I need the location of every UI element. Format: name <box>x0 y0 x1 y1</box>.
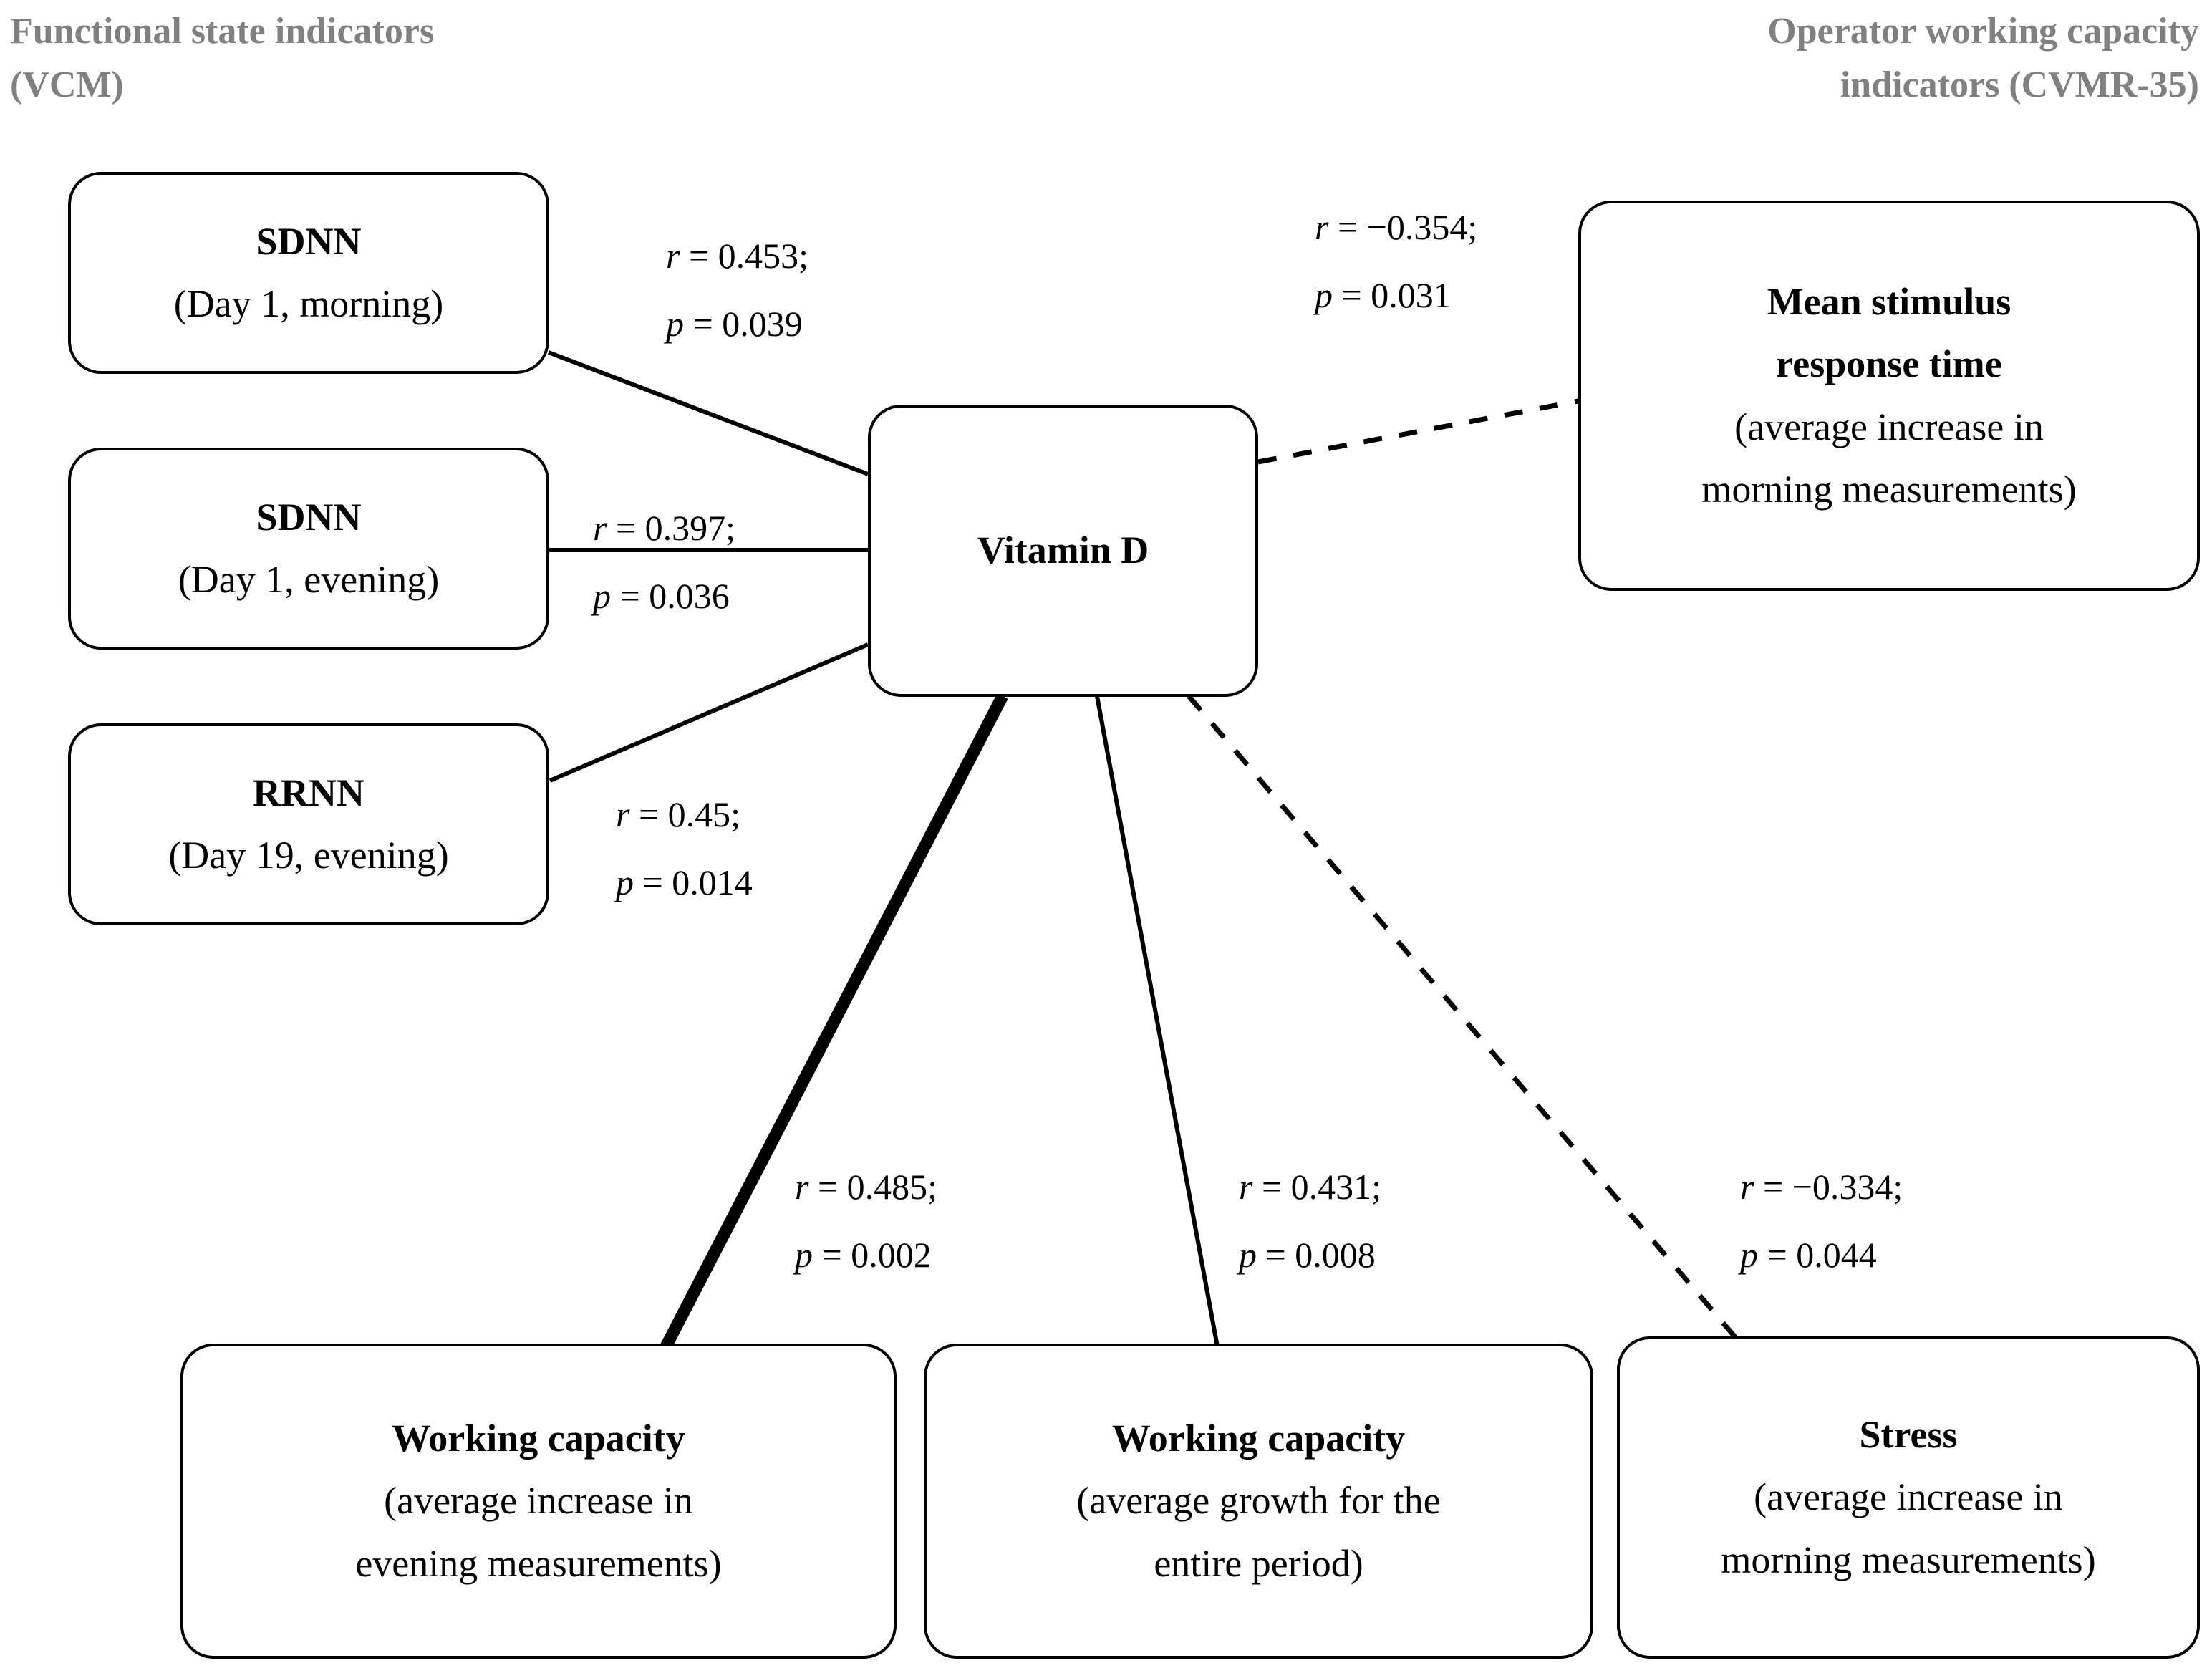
node-sdnn-day1-morning[interactable]: SDNN (Day 1, morning) <box>68 172 549 374</box>
node-working-capacity-entire-period[interactable]: Working capacity (average growth for the… <box>924 1344 1593 1659</box>
edge-label-vitd-stress: r = −0.334; p = 0.044 <box>1740 1153 1903 1289</box>
edge-line-vitd-wc-evening <box>660 693 1008 1349</box>
node-title: SDNN <box>256 219 362 263</box>
edge-label-r: r = −0.334; <box>1740 1167 1903 1207</box>
column-header-left-line2: (VCM) <box>10 64 124 106</box>
edge-label-vitd-response-time: r = −0.354; p = 0.031 <box>1315 193 1477 329</box>
edge-label-p: p = 0.039 <box>666 304 803 344</box>
node-subtitle: (Day 1, morning) <box>173 282 444 325</box>
edge-label-vitd-wc-period: r = 0.431; p = 0.008 <box>1239 1153 1381 1289</box>
node-title-line2: response time <box>1776 342 2002 386</box>
node-title: Working capacity <box>1111 1416 1406 1460</box>
node-subtitle-line2: evening measurements) <box>355 1541 722 1585</box>
edge-label-rrnn-vitd: r = 0.45; p = 0.014 <box>616 781 753 917</box>
node-title: Working capacity <box>392 1416 685 1460</box>
node-title-line1: Mean stimulus <box>1767 279 2011 323</box>
node-sdnn-day1-evening[interactable]: SDNN (Day 1, evening) <box>68 448 549 650</box>
node-rrnn-day19-evening[interactable]: RRNN (Day 19, evening) <box>68 723 549 925</box>
node-subtitle-line2: morning measurements) <box>1701 467 2077 511</box>
edge-label-r: r = 0.397; <box>593 508 736 548</box>
node-mean-stimulus-response-time[interactable]: Mean stimulus response time (average inc… <box>1578 201 2200 591</box>
edge-label-p: p = 0.044 <box>1740 1235 1877 1275</box>
node-title: SDNN <box>256 495 362 539</box>
edge-label-r: r = −0.354; <box>1315 207 1478 247</box>
node-subtitle: (Day 19, evening) <box>168 834 449 877</box>
edge-label-p: p = 0.002 <box>795 1235 932 1275</box>
node-title: RRNN <box>253 771 364 814</box>
node-subtitle: (Day 1, evening) <box>178 558 440 601</box>
column-header-right-line1: Operator working capacity <box>1767 11 2199 52</box>
node-working-capacity-evening[interactable]: Working capacity (average increase in ev… <box>180 1344 897 1659</box>
edge-label-r: r = 0.453; <box>666 236 809 276</box>
node-subtitle-line1: (average increase in <box>1754 1475 2063 1519</box>
edge-label-r: r = 0.431; <box>1239 1167 1382 1207</box>
edge-line-vitd-wc-period <box>1095 695 1220 1347</box>
column-header-left-line1: Functional state indicators <box>10 11 435 52</box>
node-title: Vitamin D <box>977 529 1149 572</box>
node-vitamin-d[interactable]: Vitamin D <box>868 405 1258 697</box>
column-header-right: Operator working capacity indicators (CV… <box>1411 4 2199 112</box>
column-header-right-line2: indicators (CVMR-35) <box>1840 64 2199 106</box>
column-header-left: Functional state indicators (VCM) <box>10 4 726 112</box>
edge-line-vitd-response-time <box>1257 398 1579 465</box>
edge-label-r: r = 0.45; <box>616 794 741 834</box>
edge-line-sdnn-morning-vitd <box>547 350 869 476</box>
edge-label-vitd-wc-evening: r = 0.485; p = 0.002 <box>795 1153 937 1289</box>
edge-label-p: p = 0.031 <box>1315 275 1452 315</box>
edge-label-p: p = 0.014 <box>616 862 753 902</box>
node-stress[interactable]: Stress (average increase in morning meas… <box>1617 1336 2200 1659</box>
node-title: Stress <box>1859 1412 1958 1456</box>
node-subtitle-line1: (average increase in <box>1734 405 2044 448</box>
node-subtitle-line1: (average growth for the <box>1076 1479 1441 1523</box>
edge-label-r: r = 0.485; <box>795 1167 938 1207</box>
edge-label-sdnn-morning-vitd: r = 0.453; p = 0.039 <box>666 222 808 358</box>
edge-label-sdnn-evening-vitd: r = 0.397; p = 0.036 <box>593 494 735 630</box>
node-subtitle-line2: entire period) <box>1154 1541 1363 1585</box>
node-subtitle-line1: (average increase in <box>384 1479 693 1523</box>
edge-label-p: p = 0.008 <box>1239 1235 1376 1275</box>
edge-label-p: p = 0.036 <box>593 576 730 616</box>
node-subtitle-line2: morning measurements) <box>1721 1538 2096 1581</box>
edge-line-rrnn-vitd <box>549 642 869 783</box>
